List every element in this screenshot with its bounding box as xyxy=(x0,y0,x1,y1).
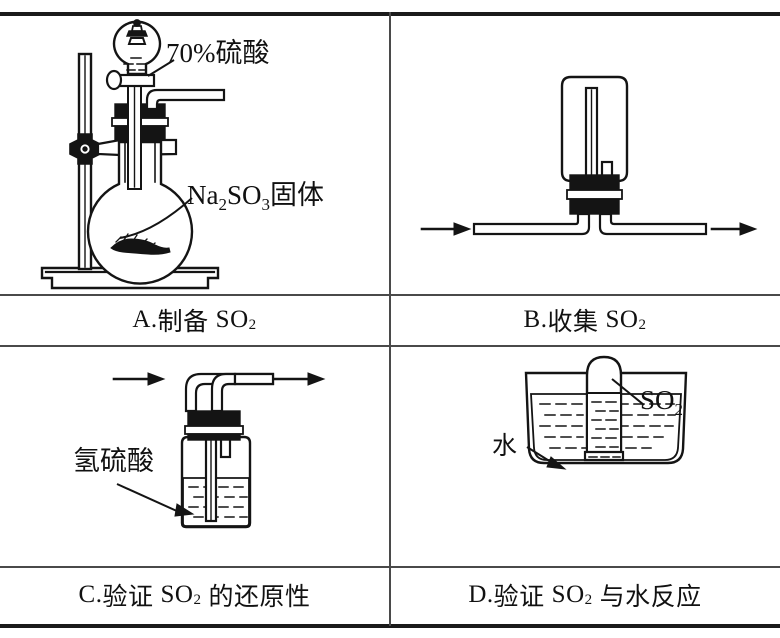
panel-d-figure: SO2 水 xyxy=(390,347,780,566)
dropping-funnel-bulb xyxy=(112,19,162,76)
panel-a-figure: 70%硫酸 Na2SO3固体 xyxy=(0,14,389,294)
gas-lines-c xyxy=(184,372,275,413)
short-outlet-stub-c xyxy=(219,437,232,459)
label-so2-sub: 2 xyxy=(674,400,684,419)
tube-water-hatch xyxy=(591,401,619,448)
leader-line-sodium-sulfite xyxy=(119,197,193,239)
outlet-arrow-c xyxy=(273,372,326,386)
caption-a-formula-sub: 2 xyxy=(248,316,257,333)
caption-d-letter: D. xyxy=(468,581,494,608)
column-divider xyxy=(389,12,391,626)
table-bottom-border xyxy=(0,624,780,628)
label-water: 水 xyxy=(492,433,518,460)
label-so: SO xyxy=(226,180,262,210)
caption-a-text: 制备 xyxy=(157,309,209,336)
leader-line-sulfuric-acid xyxy=(147,59,175,77)
caption-b-letter: B. xyxy=(523,306,548,333)
label-hydrosulfuric-acid: 氢硫酸 xyxy=(73,446,154,476)
inlet-arrow-b xyxy=(420,222,472,236)
caption-a-formula: SO xyxy=(215,306,249,333)
funnel-stem xyxy=(127,73,142,190)
outlet-arrow-b xyxy=(710,222,758,236)
inverted-test-tube xyxy=(583,355,625,462)
panel-c-figure: 氢硫酸 xyxy=(0,347,389,566)
label-so2-text: SO xyxy=(640,385,675,415)
tube-water xyxy=(588,393,620,458)
label-sulfuric-acid: 70%硫酸 xyxy=(166,38,270,68)
clamp-boss xyxy=(69,133,101,165)
leader-line-water xyxy=(526,446,567,470)
caption-a-letter: A. xyxy=(132,306,158,333)
label-sodium-sulfite: Na2SO3固体 xyxy=(187,180,324,214)
gas-lines-b xyxy=(472,212,708,236)
caption-b-formula: SO xyxy=(605,306,639,333)
label-so-sub: 3 xyxy=(261,195,271,214)
trough-water-hatch xyxy=(539,403,676,449)
label-so2-gas: SO2 xyxy=(640,385,683,419)
caption-c-text: 验证 xyxy=(102,584,154,611)
leader-line-hydrosulfuric-acid xyxy=(116,483,195,517)
caption-d-tail: 与水反应 xyxy=(599,584,702,611)
caption-c-letter: C. xyxy=(78,581,103,608)
water-reaction-apparatus-diagram xyxy=(524,355,688,465)
caption-c-formula-sub: 2 xyxy=(193,591,202,608)
label-solid: 固体 xyxy=(270,180,324,210)
rubber-stopper-b xyxy=(566,174,623,215)
caption-c-formula: SO xyxy=(160,581,194,608)
caption-b-formula-sub: 2 xyxy=(638,316,647,333)
caption-d-formula-sub: 2 xyxy=(584,591,593,608)
inlet-tube-b xyxy=(584,86,599,188)
reducing-property-apparatus-diagram xyxy=(112,372,326,529)
delivery-tube-a xyxy=(145,88,226,111)
caption-d-text: 验证 xyxy=(493,584,545,611)
label-na: Na xyxy=(187,180,219,210)
collection-apparatus-diagram xyxy=(420,75,758,236)
funnel-stopcock xyxy=(105,69,156,91)
round-bottom-flask xyxy=(86,140,194,285)
sulfuric-acid-liquid xyxy=(123,57,147,71)
preparation-apparatus-diagram xyxy=(40,19,226,290)
panel-b-figure xyxy=(390,14,780,294)
inlet-arrow-c xyxy=(112,372,166,386)
label-na-sub: 2 xyxy=(218,195,227,214)
caption-c-tail: 的还原性 xyxy=(208,584,311,611)
leader-line-so2 xyxy=(611,378,645,406)
caption-b-text: 收集 xyxy=(547,309,599,336)
rubber-stopper-c xyxy=(184,410,244,441)
long-inlet-tube-c xyxy=(204,437,218,523)
caption-d-formula: SO xyxy=(551,581,585,608)
